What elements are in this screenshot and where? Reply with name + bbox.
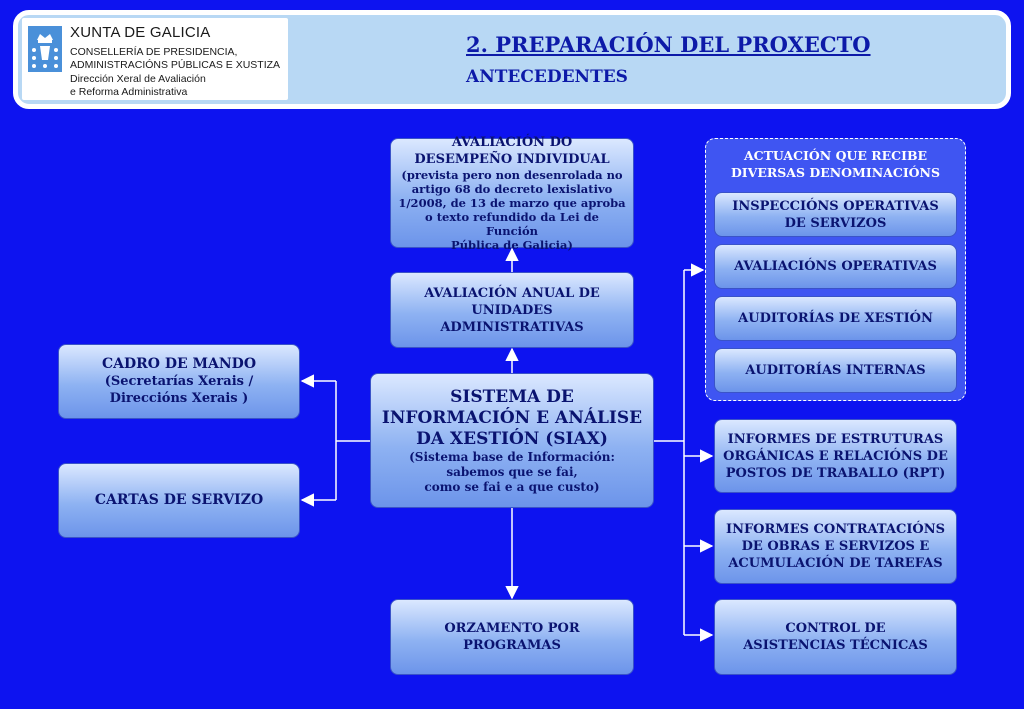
cadro-note-1: (Secretarías Xerais / xyxy=(104,374,254,389)
rpt-line-2: ORGÁNICAS E RELACIÓNS DE xyxy=(723,448,948,464)
cadro-line-1: CADRO DE MANDO xyxy=(101,356,257,372)
desempeno-note-4: o texto refundido da Lei de Función xyxy=(425,210,599,238)
box-cadro-de-mando: CADRO DE MANDO (Secretarías Xerais / Dir… xyxy=(58,344,300,419)
box-inspeccions-operativas: INSPECCIÓNS OPERATIVAS DE SERVIZOS xyxy=(714,192,957,237)
logo-line-2: ADMINISTRACIÓNS PÚBLICAS E XUSTIZA xyxy=(70,59,281,71)
logo-line-3: Dirección Xeral de Avaliación xyxy=(70,73,206,85)
box-informes-estruturas: INFORMES DE ESTRUTURAS ORGÁNICAS E RELAC… xyxy=(714,419,957,493)
box-avaliacion-desempeno: AVALIACIÓN DO DESEMPEÑO INDIVIDUAL (prev… xyxy=(390,135,634,252)
box-auditorias-internas: AUDITORÍAS INTERNAS xyxy=(714,348,957,393)
desempeno-line-1: AVALIACIÓN DO xyxy=(451,135,573,150)
box-avaliacion-anual: AVALIACIÓN ANUAL DE UNIDADES ADMINISTRAT… xyxy=(390,272,634,348)
contratacions-line-1: INFORMES CONTRATACIÓNS xyxy=(725,522,945,537)
auditorias-xestion-label: AUDITORÍAS DE XESTIÓN xyxy=(738,311,933,326)
xunta-logo: XUNTA DE GALICIA CONSELLERÍA DE PRESIDEN… xyxy=(22,18,288,100)
anual-line-1: AVALIACIÓN ANUAL DE xyxy=(424,285,600,301)
siax-note-2: sabemos que se fai, xyxy=(446,464,578,479)
rpt-line-3: POSTOS DE TRABALLO (RPT) xyxy=(725,465,946,481)
siax-note-1: (Sistema base de Información: xyxy=(409,449,615,464)
box-avaliacions-operativas: AVALIACIÓNS OPERATIVAS xyxy=(714,244,957,289)
box-auditorias-xestion: AUDITORÍAS DE XESTIÓN xyxy=(714,296,957,341)
group-title: ACTUACIÓN QUE RECIBE DIVERSAS DENOMINACI… xyxy=(705,147,966,181)
group-title-2: DIVERSAS DENOMINACIÓNS xyxy=(730,165,941,180)
siax-title-1: SISTEMA DE xyxy=(450,386,574,407)
group-title-1: ACTUACIÓN QUE RECIBE xyxy=(743,148,928,163)
inspeccions-line-1: INSPECCIÓNS OPERATIVAS xyxy=(732,198,939,214)
desempeno-note-2: artigo 68 do decreto lexislativo xyxy=(411,182,613,196)
rpt-line-1: INFORMES DE ESTRUTURAS xyxy=(727,431,944,447)
cartas-label: CARTAS DE SERVIZO xyxy=(94,492,264,508)
desempeno-note-3: 1/2008, de 13 de marzo que aproba xyxy=(398,196,626,210)
cadro-note-2: Direccións Xerais ) xyxy=(109,391,249,406)
auditorias-internas-label: AUDITORÍAS INTERNAS xyxy=(745,363,926,378)
box-control-asistencias: CONTROL DE ASISTENCIAS TÉCNICAS xyxy=(714,599,957,675)
inspeccions-line-2: DE SERVIZOS xyxy=(784,215,887,231)
logo-line-4: e Reforma Administrativa xyxy=(70,86,188,98)
anual-line-2: UNIDADES xyxy=(471,302,553,318)
desempeno-note-1: (prevista pero non desenrolada no xyxy=(401,168,623,182)
avaliacions-op-label: AVALIACIÓNS OPERATIVAS xyxy=(734,259,937,274)
galicia-shield-icon xyxy=(28,26,62,72)
siax-title-2: INFORMACIÓN E ANÁLISE xyxy=(381,407,643,428)
siax-note-3: como se fai e a que custo) xyxy=(424,479,600,494)
contratacions-line-2: DE OBRAS E SERVIZOS E xyxy=(741,539,930,554)
control-line-1: CONTROL DE xyxy=(785,621,886,636)
orzamento-line-2: PROGRAMAS xyxy=(463,638,561,653)
anual-line-3: ADMINISTRATIVAS xyxy=(440,319,584,335)
box-informes-contratacions: INFORMES CONTRATACIÓNS DE OBRAS E SERVIZ… xyxy=(714,509,957,584)
desempeno-line-2: DESEMPEÑO INDIVIDUAL xyxy=(414,152,610,167)
siax-title-3: DA XESTIÓN (SIAX) xyxy=(416,428,608,449)
logo-line-1: CONSELLERÍA DE PRESIDENCIA, xyxy=(70,46,238,58)
page-title: 2. PREPARACIÓN DEL PROXECTO xyxy=(466,32,871,57)
page-subtitle: ANTECEDENTES xyxy=(466,67,628,87)
control-line-2: ASISTENCIAS TÉCNICAS xyxy=(743,638,928,653)
box-siax: SISTEMA DE INFORMACIÓN E ANÁLISE DA XEST… xyxy=(370,373,654,508)
logo-org-name: XUNTA DE GALICIA xyxy=(70,24,211,41)
desempeno-note-5: Pública de Galicia) xyxy=(451,238,573,252)
orzamento-line-1: ORZAMENTO POR xyxy=(444,621,580,636)
contratacions-line-3: ACUMULACIÓN DE TAREFAS xyxy=(728,556,943,571)
box-orzamento: ORZAMENTO POR PROGRAMAS xyxy=(390,599,634,675)
box-cartas-de-servizo: CARTAS DE SERVIZO xyxy=(58,463,300,538)
